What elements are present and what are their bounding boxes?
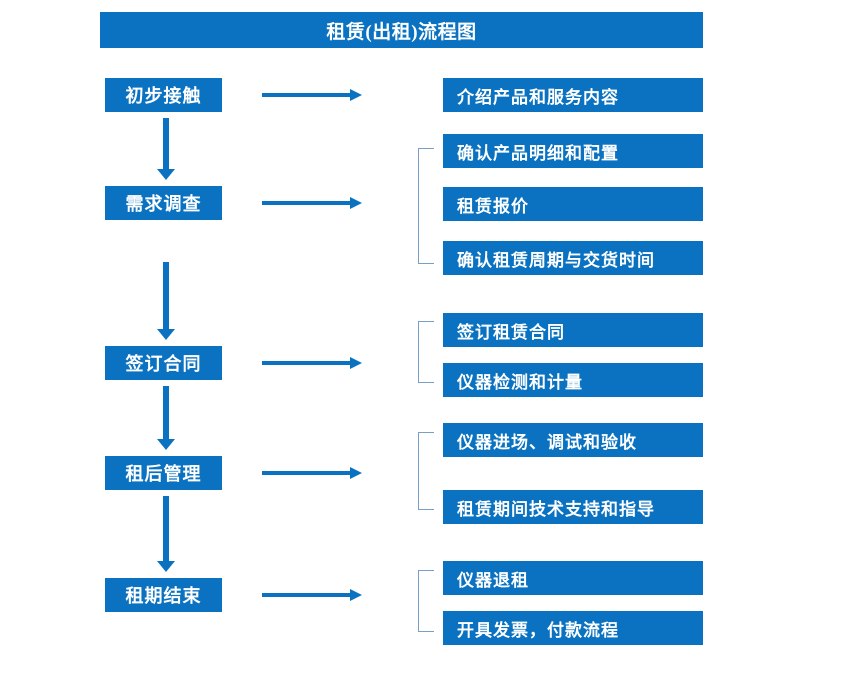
detail-box-instrument-return[interactable]: 仪器退租 bbox=[443, 561, 703, 595]
arrow-head bbox=[350, 589, 362, 601]
arrow-head bbox=[350, 467, 362, 479]
arrow-shaft bbox=[163, 386, 169, 439]
down-arrow-initial-to-demand bbox=[157, 118, 175, 180]
detail-box-invoice-payment[interactable]: 开具发票，付款流程 bbox=[443, 611, 703, 645]
arrow-head bbox=[157, 329, 175, 340]
right-arrow-demand-survey bbox=[262, 197, 362, 209]
detail-box-confirm-product-spec[interactable]: 确认产品明细和配置 bbox=[443, 134, 703, 168]
arrow-shaft bbox=[163, 118, 169, 169]
arrow-head bbox=[350, 89, 362, 101]
arrow-head bbox=[157, 561, 175, 572]
down-arrow-contract-to-management bbox=[157, 386, 175, 450]
bracket-rental-end-group bbox=[418, 570, 434, 632]
detail-box-introduce-products[interactable]: 介绍产品和服务内容 bbox=[443, 78, 703, 112]
stage-box-post-rental-management[interactable]: 租后管理 bbox=[105, 456, 222, 490]
arrow-shaft bbox=[262, 361, 352, 365]
right-arrow-initial-contact bbox=[262, 89, 362, 101]
arrow-shaft bbox=[262, 93, 352, 97]
detail-box-instrument-delivery[interactable]: 仪器进场、调试和验收 bbox=[443, 423, 703, 457]
bracket-post-rental-group bbox=[418, 432, 434, 510]
page-title: 租赁(出租)流程图 bbox=[100, 12, 703, 48]
down-arrow-demand-to-contract bbox=[157, 262, 175, 340]
detail-box-technical-support[interactable]: 租赁期间技术支持和指导 bbox=[443, 490, 703, 524]
arrow-head bbox=[350, 357, 362, 369]
arrow-shaft bbox=[262, 593, 352, 597]
down-arrow-management-to-end bbox=[157, 496, 175, 572]
arrow-head bbox=[350, 197, 362, 209]
bracket-sign-contract-group bbox=[418, 321, 434, 383]
stage-box-initial-contact[interactable]: 初步接触 bbox=[105, 78, 222, 112]
detail-box-sign-rental-contract[interactable]: 签订租赁合同 bbox=[443, 313, 703, 347]
arrow-shaft bbox=[163, 262, 169, 329]
detail-box-confirm-rental-period[interactable]: 确认租赁周期与交货时间 bbox=[443, 241, 703, 275]
stage-box-demand-survey[interactable]: 需求调查 bbox=[105, 186, 222, 220]
detail-box-rental-quotation[interactable]: 租赁报价 bbox=[443, 187, 703, 221]
stage-box-sign-contract[interactable]: 签订合同 bbox=[105, 346, 222, 380]
arrow-shaft bbox=[163, 496, 169, 561]
bracket-demand-survey-group bbox=[418, 148, 434, 264]
arrow-head bbox=[157, 439, 175, 450]
right-arrow-sign-contract bbox=[262, 357, 362, 369]
arrow-shaft bbox=[262, 201, 352, 205]
stage-box-rental-end[interactable]: 租期结束 bbox=[105, 578, 222, 612]
right-arrow-rental-end bbox=[262, 589, 362, 601]
arrow-head bbox=[157, 169, 175, 180]
arrow-shaft bbox=[262, 471, 352, 475]
detail-box-instrument-inspection[interactable]: 仪器检测和计量 bbox=[443, 363, 703, 397]
right-arrow-post-rental-management bbox=[262, 467, 362, 479]
